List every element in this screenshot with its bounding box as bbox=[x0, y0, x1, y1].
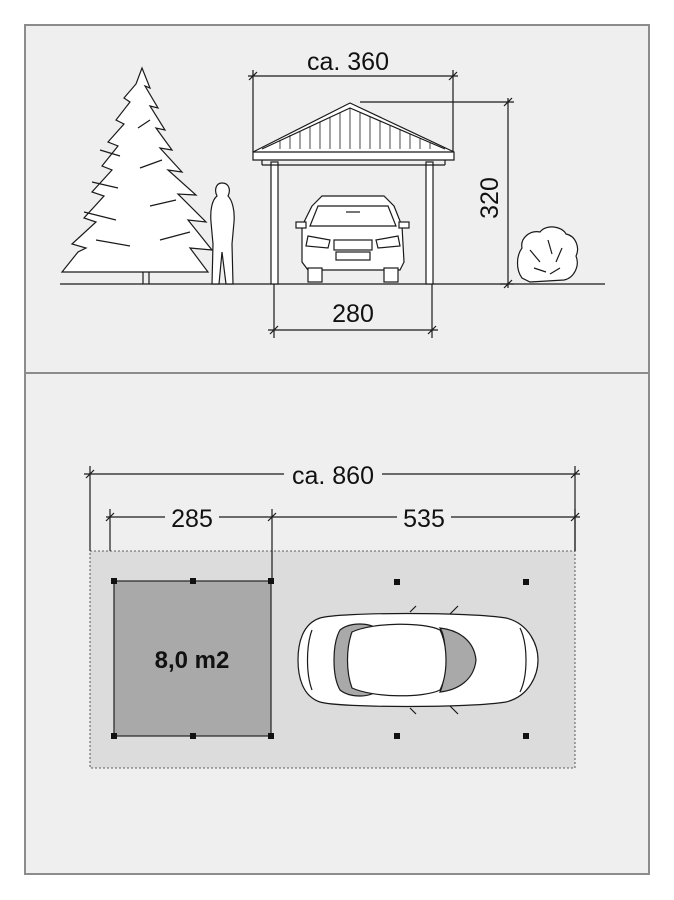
carport-roof bbox=[252, 102, 455, 166]
post-span-label: 280 bbox=[332, 300, 374, 328]
carport-length-label-bg bbox=[397, 504, 451, 530]
car-top-icon bbox=[297, 605, 539, 715]
car-front-icon bbox=[295, 195, 410, 283]
person-icon bbox=[210, 182, 235, 285]
total-length-label: ca. 860 bbox=[292, 462, 374, 490]
carport-length-label: 535 bbox=[403, 505, 445, 533]
bush-icon bbox=[516, 226, 579, 283]
plan-view bbox=[84, 466, 580, 769]
elevation-view bbox=[60, 66, 605, 338]
right-post bbox=[425, 161, 434, 285]
shed-area bbox=[113, 580, 272, 737]
roof-width-dimension bbox=[248, 70, 458, 152]
roof-width-label: ca. 360 bbox=[307, 48, 389, 76]
shed-area-label: 8,0 m2 bbox=[155, 647, 230, 674]
shed-posts bbox=[111, 578, 274, 739]
height-label: 320 bbox=[476, 177, 504, 219]
post-span-dimension bbox=[268, 284, 438, 338]
total-length-label-bg bbox=[284, 460, 382, 488]
left-post bbox=[270, 161, 279, 285]
carport-posts bbox=[394, 579, 529, 739]
tree-icon bbox=[60, 66, 214, 284]
shed-length-label: 285 bbox=[171, 505, 213, 533]
height-dimension bbox=[360, 97, 514, 289]
shed-length-label-bg bbox=[165, 504, 219, 530]
